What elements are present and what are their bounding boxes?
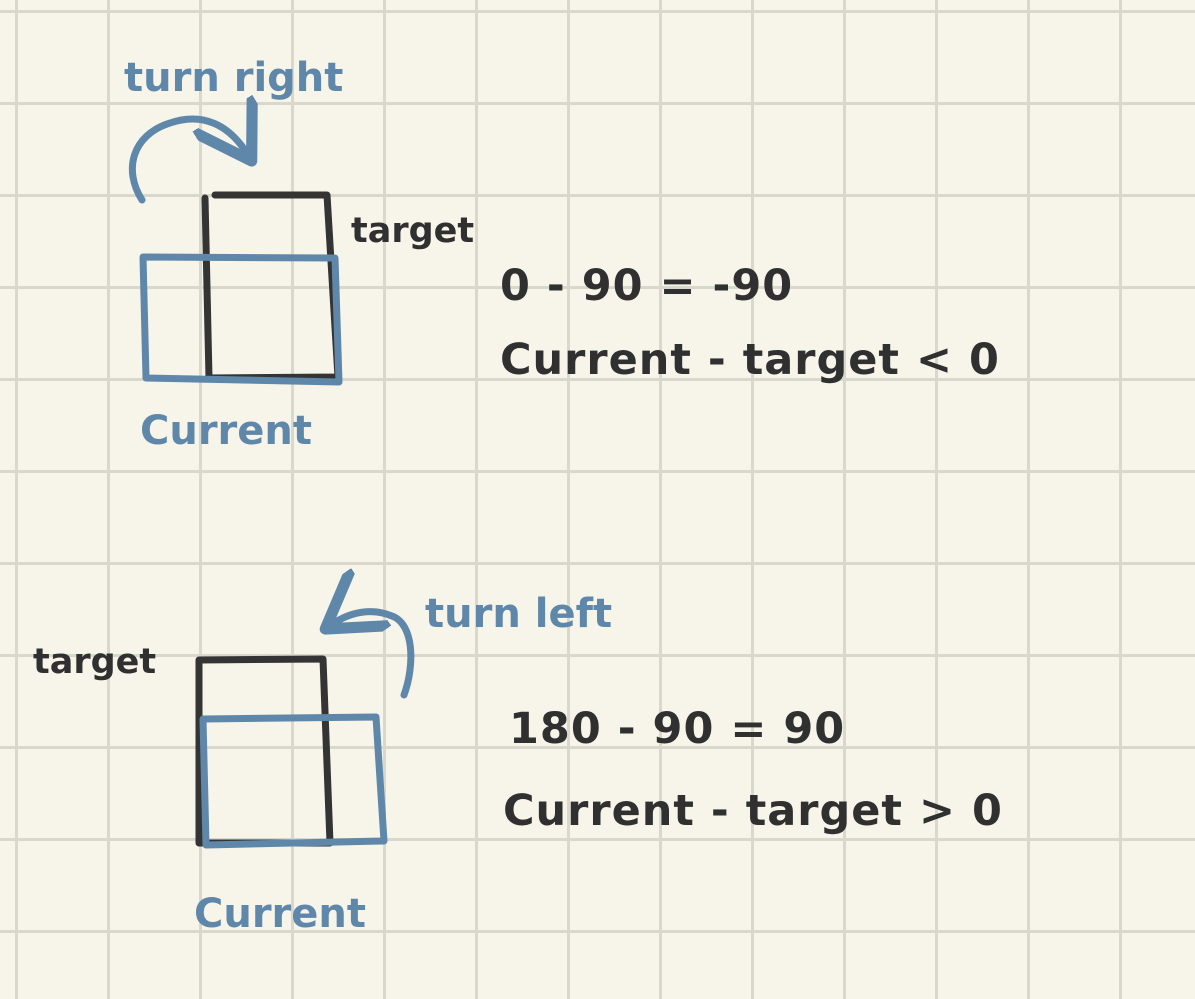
turn-right-example: turn right target Current 0 - 90 = -90 C… — [124, 55, 1000, 454]
turn-left-label: turn left — [425, 591, 612, 637]
turn-right-label: turn right — [124, 55, 343, 101]
target-rectangle-top — [201, 191, 342, 382]
turn-left-arrow — [331, 612, 415, 699]
rule-top: Current - target < 0 — [500, 335, 1000, 385]
turn-right-arrow — [128, 119, 248, 204]
rule-bottom: Current - target > 0 — [503, 786, 1003, 836]
current-label-top: Current — [140, 408, 312, 454]
equation-bottom: 180 - 90 = 90 — [509, 704, 845, 754]
equation-top: 0 - 90 = -90 — [500, 261, 793, 311]
target-label-top: target — [351, 211, 474, 251]
current-rectangle-bottom — [199, 713, 388, 849]
turn-left-example: target turn left Current 180 - 90 = 90 C… — [33, 591, 1003, 937]
target-rectangle-bottom — [195, 655, 334, 847]
current-rectangle-top — [139, 253, 343, 386]
current-label-bottom: Current — [194, 891, 366, 937]
target-label-bottom: target — [33, 642, 156, 682]
